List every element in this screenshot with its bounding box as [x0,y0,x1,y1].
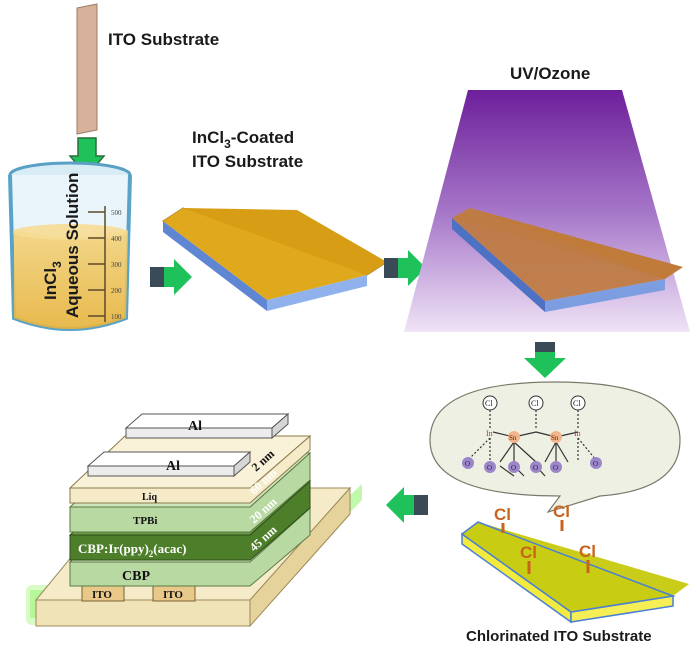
label-chlorinated: Chlorinated ITO Substrate [466,628,652,645]
scale-400: 400 [111,235,122,243]
label-uv-ozone: UV/Ozone [510,64,590,83]
ito-slide [76,3,98,135]
layer-eml: CBP:Ir(ppy)2(acac) [78,541,186,559]
in-atom-2: In [574,429,581,438]
sn-atom-1: Sn [509,434,517,442]
beaker: 500 400 300 200 100 InCl3 Aqueous Soluti… [8,161,132,331]
ito-left: ITO [92,589,112,601]
layer-cbp: CBP [122,569,150,584]
layer-tpbi: TPBi [133,515,157,527]
surface-cl-2: Cl [553,502,570,521]
molecule-bubble: Cl Cl Cl In In Sn Sn O O O O O O [429,381,681,514]
o-atom-5: O [553,464,558,472]
in-atom-1: In [486,429,493,438]
scale-200: 200 [111,287,122,295]
o-atoms: O O O O O O [462,457,602,473]
scale-500: 500 [111,209,122,217]
cl-atom-2: Cl [531,399,539,408]
arrow-right-2 [384,250,426,286]
beaker-label-line2: Aqueous Solution [63,173,82,318]
label-ito-substrate: ITO Substrate [108,30,219,49]
layer-al-bottom: Al [166,459,180,474]
oled-device: ITO ITO CBP CBP:Ir(ppy)2(acac) TPBi Liq … [26,412,362,628]
chlorinated-substrate [460,521,689,624]
beaker-label-line1: InCl3 [41,261,64,300]
surface-cl-labels: Cl Cl Cl Cl [494,502,596,574]
layer-al-top: Al [188,419,202,434]
surface-cl-1: Cl [494,505,511,524]
label-coated-line1: InCl3-Coated [192,128,294,151]
o-atom-2: O [487,464,492,472]
surface-cl-4: Cl [579,542,596,561]
o-atom-3: O [511,464,516,472]
label-coated-line2: ITO Substrate [192,152,303,171]
cl-atom-3: Cl [573,399,581,408]
arrow-down-2 [524,342,566,378]
o-atom-6: O [593,460,598,468]
o-atom-1: O [465,460,470,468]
cl-atom-1: Cl [485,399,493,408]
ito-right: ITO [163,589,183,601]
layer-liq: Liq [142,492,157,503]
arrow-left [386,487,428,523]
uv-ozone-chamber [404,90,690,332]
cl-atoms: Cl Cl Cl [482,395,586,411]
scale-100: 100 [111,313,122,321]
arrow-right-1 [150,259,192,295]
scale-300: 300 [111,261,122,269]
surface-cl-3: Cl [520,543,537,562]
coated-substrate [161,207,389,311]
o-atom-4: O [533,464,538,472]
sn-atom-2: Sn [551,434,559,442]
beaker-scale [88,206,106,322]
